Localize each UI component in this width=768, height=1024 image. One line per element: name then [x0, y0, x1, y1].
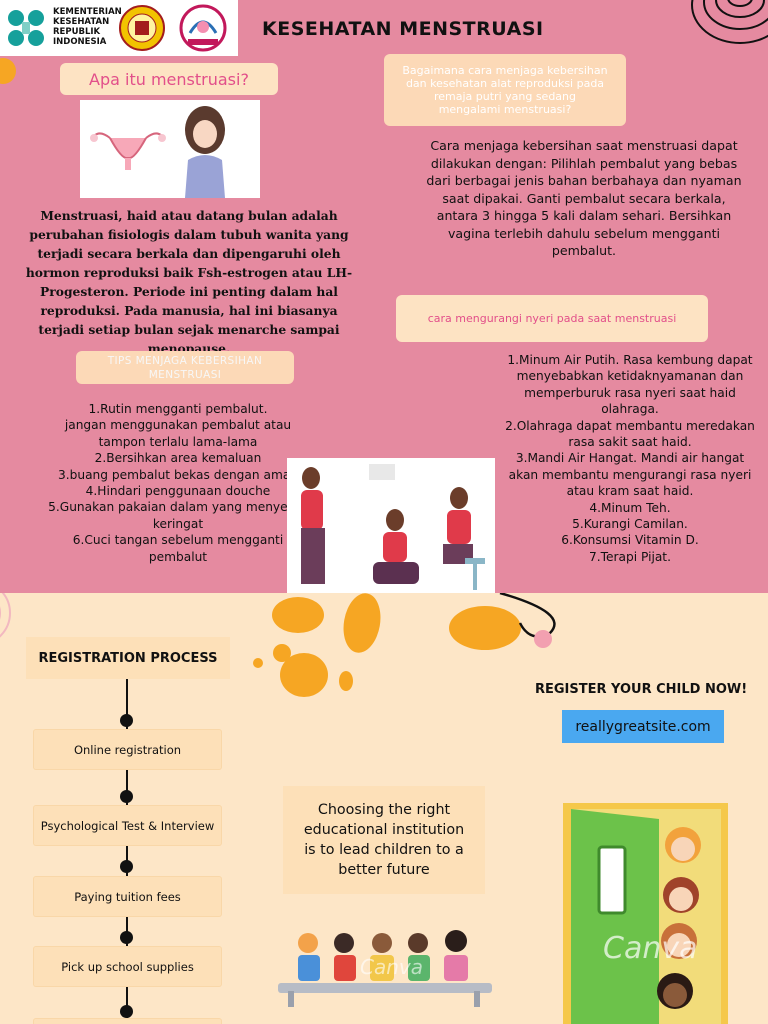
blobs-decoration-icon	[253, 593, 556, 697]
logo-strip: KEMENTERIAN KESEHATAN REPUBLIK INDONESIA	[0, 0, 238, 56]
tips-list: 1.Rutin mengganti pembalut. jangan mengg…	[48, 401, 308, 565]
watermark-text: Canva	[603, 931, 698, 966]
timeline-dot	[120, 860, 133, 873]
pain-item: 7.Terapi Pijat.	[589, 549, 671, 564]
swirl-decoration-icon	[691, 0, 768, 44]
pain-item: 6.Konsumsi Vitamin D.	[561, 533, 699, 548]
tips-heading: TIPS MENJAGA KEBERSIHAN MENSTRUASI	[76, 351, 294, 384]
tips-item: 4.Hindari penggunaan douche	[85, 484, 271, 499]
menstrual-health-section: KEMENTERIAN KESEHATAN REPUBLIK INDONESIA…	[0, 0, 768, 593]
university-logo-icon	[119, 5, 165, 51]
step-online-registration: Online registration	[33, 729, 222, 770]
timeline-dot	[120, 714, 133, 727]
pain-item: 4.Minum Teh.	[589, 500, 671, 515]
uterus-illustration	[80, 100, 260, 198]
watermark-text: Canva	[360, 955, 423, 979]
pain-item: 3.Mandi Air Hangat. Mandi air hangat aka…	[508, 451, 752, 499]
pain-item: 1.Minum Air Putih. Rasa kembung dapat me…	[507, 353, 753, 417]
pain-list: 1.Minum Air Putih. Rasa kembung dapat me…	[500, 352, 760, 565]
care-question: Bagaimana cara menjaga kebersihan dan ke…	[384, 54, 626, 126]
tips-item: 2.Bersihkan area kemaluan	[94, 451, 262, 466]
ministry-logo-icon	[8, 10, 44, 46]
blob-decoration	[0, 58, 16, 84]
door-children-illustration: Canva	[563, 803, 728, 1024]
cta-heading: REGISTER YOUR CHILD NOW!	[535, 682, 748, 697]
step-psych-test: Psychological Test & Interview	[33, 805, 222, 846]
what-is-heading: Apa itu menstruasi?	[60, 63, 278, 95]
tips-item: 5.Gunakan pakaian dalam yang menyerap ke…	[48, 500, 308, 531]
women-cramps-illustration	[287, 458, 495, 593]
care-answer: Cara menjaga kebersihan saat menstruasi …	[426, 138, 742, 258]
children-reading-illustration	[278, 930, 492, 1007]
what-is-body: Menstruasi, haid atau datang bulan adala…	[25, 208, 353, 356]
ministry-name: KEMENTERIAN KESEHATAN REPUBLIK INDONESIA	[53, 7, 122, 47]
pain-item: 2.Olahraga dapat membantu meredakan rasa…	[505, 418, 755, 450]
tips-item: 6.Cuci tangan sebelum mengganti pembalut	[72, 533, 284, 564]
timeline-dot	[120, 790, 133, 803]
page-title: KESEHATAN MENSTRUASI	[262, 18, 544, 40]
step-school-supplies: Pick up school supplies	[33, 946, 222, 987]
timeline-dot	[120, 931, 133, 944]
registration-heading: REGISTRATION PROCESS	[26, 637, 230, 679]
rings-decoration-icon	[0, 593, 11, 638]
pain-heading: cara mengurangi nyeri pada saat menstrua…	[396, 295, 708, 342]
quote-text: Choosing the right educational instituti…	[303, 802, 465, 878]
timeline-line	[126, 679, 128, 1024]
tips-item: jangan menggunakan pembalut atau tampon …	[64, 418, 292, 449]
step-tuition: Paying tuition fees	[33, 876, 222, 917]
tips-item: 3.buang pembalut bekas dengan aman	[57, 467, 299, 482]
pain-item: 5.Kurangi Camilan.	[572, 517, 688, 532]
step-next	[33, 1018, 222, 1024]
midwife-association-logo-icon	[179, 4, 227, 52]
website-link[interactable]: reallygreatsite.com	[562, 710, 724, 743]
quote-box: Choosing the right educational instituti…	[283, 786, 485, 894]
tips-item: 1.Rutin mengganti pembalut.	[88, 402, 268, 416]
registration-section: REGISTRATION PROCESS Online registration…	[0, 593, 768, 1024]
timeline-dot	[120, 1005, 133, 1018]
